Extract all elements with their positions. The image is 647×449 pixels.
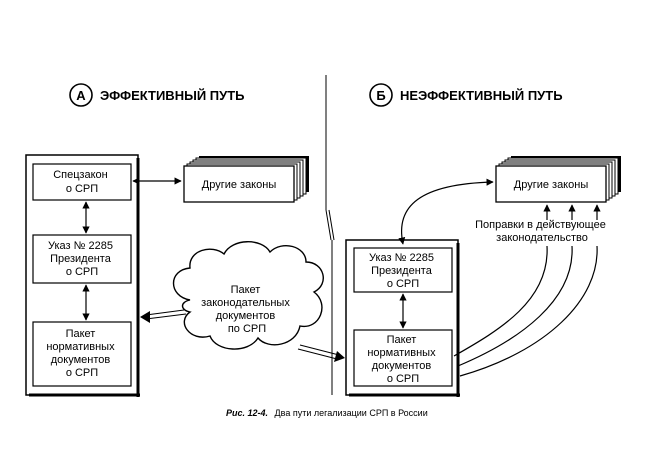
svg-text:Пакет нормативных: Пакет нормативных документов о СРП xyxy=(46,328,117,379)
svg-text:Спецзакон о СРП: Спецзакон о СРП xyxy=(53,169,111,195)
right-arrow-decree-otherlaws xyxy=(398,178,494,245)
right-box-decree: Указ № 2285 Президента о СРП xyxy=(353,247,453,293)
svg-text:Указ № 2285 Президента: Указ № 2285 Президента о СРП xyxy=(369,252,437,290)
left-letter: А xyxy=(76,88,86,103)
cloud-arrow-left xyxy=(140,309,187,323)
cloud-arrow-right xyxy=(297,344,345,362)
right-other-laws-label: Другие законы xyxy=(514,179,589,191)
center-divider xyxy=(325,75,335,395)
svg-text:Указ № 2285 Президента: Указ № 2285 Президента о СРП xyxy=(48,240,116,278)
cloud-legislative-package: Пакет законодательных документов по СРП xyxy=(173,241,324,350)
left-other-laws-stack: Другие законы xyxy=(183,156,309,203)
left-heading: А ЭФФЕКТИВНЫЙ ПУТЬ xyxy=(69,83,245,107)
left-box-decree: Указ № 2285 Президента о СРП xyxy=(32,234,132,284)
amendment-arrows xyxy=(453,204,601,377)
left-other-laws-label: Другие законы xyxy=(202,179,277,191)
right-letter: Б xyxy=(376,88,385,103)
right-other-laws-stack: Другие законы xyxy=(495,156,621,203)
left-box-special-law: Спецзакон о СРП xyxy=(32,163,132,201)
circle-letter-a-icon xyxy=(69,83,93,107)
right-box-normative-package: Пакет нормативных документов о СРП xyxy=(353,329,453,387)
figure-caption: Рис. 12-4. Два пути легализации СРП в Ро… xyxy=(226,408,428,418)
left-title: ЭФФЕКТИВНЫЙ ПУТЬ xyxy=(100,88,245,103)
svg-text:Пакет законодательных: Пакет законодательных документов по СРП xyxy=(201,284,293,335)
circle-letter-b-icon xyxy=(369,83,393,107)
right-title: НЕЭФФЕКТИВНЫЙ ПУТЬ xyxy=(400,88,563,103)
right-heading: Б НЕЭФФЕКТИВНЫЙ ПУТЬ xyxy=(369,83,563,107)
left-box-normative-package: Пакет нормативных документов о СРП xyxy=(32,321,132,387)
svg-text:Пакет нормативных: Пакет нормативных документов о СРП xyxy=(367,334,438,385)
amendments-label: Поправки в действующее законодательство xyxy=(475,219,609,244)
